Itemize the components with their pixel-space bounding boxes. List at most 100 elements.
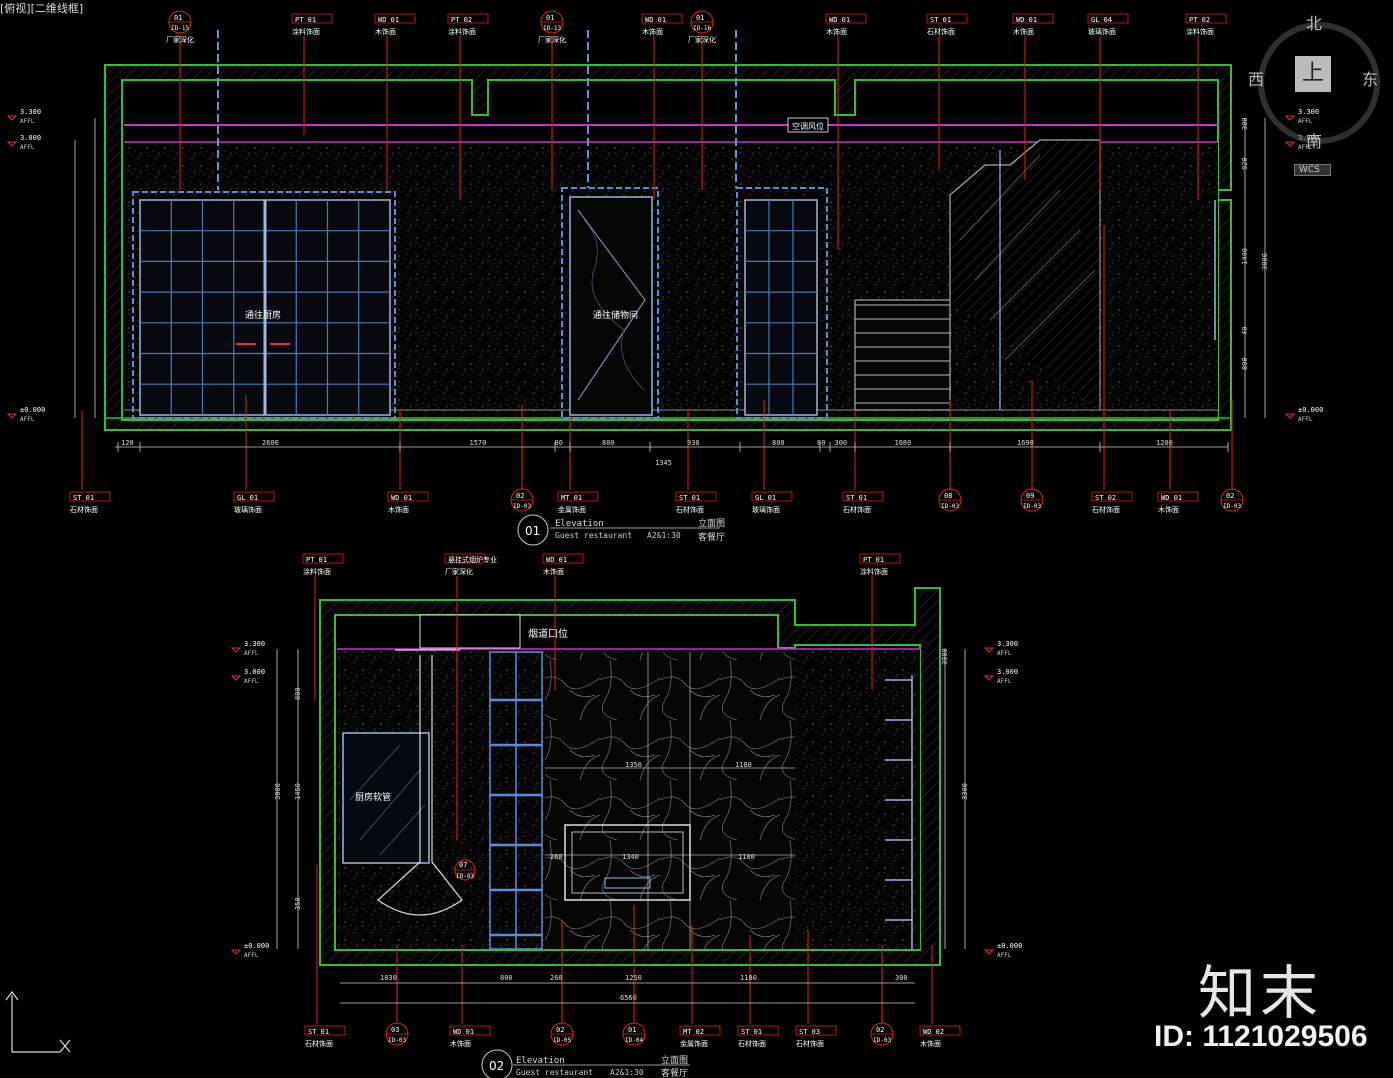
dimension-label: 1830 <box>380 974 397 982</box>
compass-top-face[interactable]: 上 <box>1295 56 1331 92</box>
svg-text:3.300: 3.300 <box>997 640 1018 648</box>
dimension-label: 800 <box>772 439 785 447</box>
svg-text:AFFL: AFFL <box>244 678 259 685</box>
tag-sub: ID-03 <box>941 503 959 510</box>
view-cube[interactable]: 北 南 西 东 上 WCS <box>1248 8 1390 178</box>
single-glass-door <box>744 199 818 416</box>
tag-code: WD 01 <box>645 16 666 24</box>
kitchen-window <box>342 732 430 864</box>
svg-text:A2&1:30: A2&1:30 <box>647 531 681 540</box>
display-shelf <box>489 651 543 950</box>
tag-desc: 木饰面 <box>826 27 847 36</box>
staircase <box>854 139 1101 411</box>
tag-desc: 涂料饰面 <box>860 567 888 576</box>
tag-sub: ID-05 <box>553 1037 571 1044</box>
aircon-label: 空调风位 <box>792 121 824 131</box>
dimension-label: 1180 <box>735 761 752 769</box>
tag-desc: 玻璃饰面 <box>234 505 262 514</box>
tag-sub: ID-03 <box>388 1037 406 1044</box>
tag-code: ST 01 <box>741 1028 762 1036</box>
svg-text:立面图: 立面图 <box>698 517 725 529</box>
svg-text:Guest restaurant: Guest restaurant <box>516 1068 593 1077</box>
dimension-label: 300 <box>895 974 908 982</box>
tag-code: 01 <box>174 14 182 22</box>
svg-text:AFFL: AFFL <box>244 952 259 959</box>
svg-text:AFFL: AFFL <box>20 416 35 423</box>
tag-code: PT 01 <box>863 556 884 564</box>
svg-text:AFFL: AFFL <box>244 650 259 657</box>
viewport-label: [俯视][二维线框] <box>0 2 84 15</box>
svg-text:3.000: 3.000 <box>997 668 1018 676</box>
tag-code: WD 01 <box>1161 494 1182 502</box>
svg-text:±0.000: ±0.000 <box>997 942 1022 950</box>
tag-code: WD 01 <box>546 556 567 564</box>
tag-code: ST 02 <box>1095 494 1116 502</box>
compass-east[interactable]: 东 <box>1362 70 1379 89</box>
wcs-menu[interactable]: WCS <box>1294 164 1331 176</box>
material-tag: PT 01 涂料饰面 <box>859 553 901 576</box>
tag-code: WD 02 <box>923 1028 944 1036</box>
material-tag: WD 01 木饰面 <box>542 553 584 576</box>
storage-door <box>569 196 653 416</box>
material-tag: ST 01 石材饰面 <box>69 491 111 514</box>
dimension-label: 930 <box>687 439 700 447</box>
dimension-label: 1690 <box>1017 439 1034 447</box>
tag-desc: 玻璃饰面 <box>1088 27 1116 36</box>
tag-code: 01 <box>628 1026 636 1034</box>
tag-code: ST 01 <box>679 494 700 502</box>
tag-code: WD 01 <box>378 16 399 24</box>
tag-desc: 木饰面 <box>375 27 396 36</box>
dimension-label: 1180 <box>740 974 757 982</box>
svg-text:3.300: 3.300 <box>20 108 41 116</box>
tag-desc: 涂料饰面 <box>303 567 331 576</box>
tag-desc: 金属饰面 <box>558 505 586 514</box>
tag-desc: 金属饰面 <box>680 1039 708 1048</box>
tag-code: MT 01 <box>561 494 582 502</box>
dimension-label: 1350 <box>625 761 642 769</box>
tag-code: WD 01 <box>453 1028 474 1036</box>
tag-desc: 木饰面 <box>388 505 409 514</box>
svg-text:Elevation: Elevation <box>555 519 604 529</box>
tag-desc: 石材饰面 <box>70 505 98 514</box>
tag-code: ST 01 <box>73 494 94 502</box>
single-glass-door-frame <box>736 187 828 419</box>
tag-desc: 石材饰面 <box>843 505 871 514</box>
compass-south[interactable]: 南 <box>1306 132 1323 151</box>
tag-desc: 木饰面 <box>1013 27 1034 36</box>
compass-north[interactable]: 北 <box>1306 14 1323 33</box>
svg-text:±0.000: ±0.000 <box>244 942 269 950</box>
dimension-label: 300 <box>835 439 848 447</box>
dimension-label: 80 <box>817 439 825 447</box>
svg-text:AFFL: AFFL <box>1298 144 1313 151</box>
compass-west[interactable]: 西 <box>1248 70 1265 89</box>
tag-desc: 木饰面 <box>543 567 564 576</box>
svg-text:±0.000: ±0.000 <box>1298 406 1323 414</box>
material-tag: WD 01 木饰面 <box>374 13 416 36</box>
svg-text:AFFL: AFFL <box>997 678 1012 685</box>
dimension-label: 3000 <box>274 783 282 800</box>
tag-sub: ID-03 <box>1223 503 1241 510</box>
tag-desc: 厂家深化 <box>445 567 473 576</box>
